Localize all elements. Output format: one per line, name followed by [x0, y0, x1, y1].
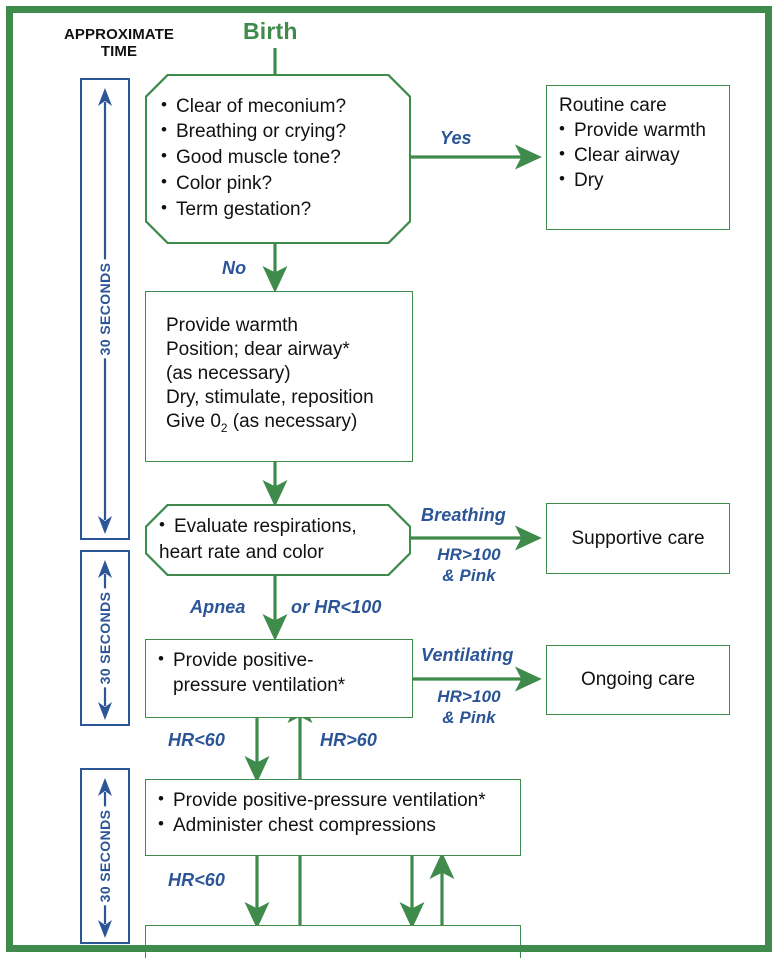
- bottom-cut-label: [146, 926, 520, 942]
- node-chest-compressions[interactable]: Provide positive-pressure ventilation* A…: [145, 779, 521, 856]
- time-segment-1: 30 SECONDS: [80, 78, 130, 540]
- routine-care-item: Provide warmth: [559, 118, 717, 143]
- assessment-item: Color pink?: [161, 172, 395, 197]
- time-segment-3-label: 30 SECONDS: [97, 806, 113, 906]
- ppv-item-continued: pressure ventilation*: [173, 674, 346, 696]
- node-bottom-cut-off[interactable]: [145, 925, 521, 958]
- node-routine-care[interactable]: Routine care Provide warmth Clear airway…: [546, 85, 730, 230]
- node-evaluate[interactable]: Evaluate respirations, heart rate and co…: [145, 504, 411, 576]
- edge-label-ventilating: Ventilating: [421, 645, 514, 665]
- routine-care-title: Routine care: [559, 95, 667, 116]
- evaluate-item: Evaluate respirations,: [159, 515, 397, 540]
- ppv-item: Provide positive-: [158, 648, 400, 673]
- time-header-line-1: APPROXIMATE: [64, 26, 174, 43]
- node-initial-assessment[interactable]: Clear of meconium? Breathing or crying? …: [145, 74, 411, 244]
- node-supportive-care[interactable]: Supportive care: [546, 503, 730, 574]
- routine-care-item: Clear airway: [559, 143, 717, 168]
- edge-label-apnea: Apnea: [190, 597, 246, 617]
- node-ppv[interactable]: Provide positive- pressure ventilation*: [145, 639, 413, 718]
- edge-label-no: No: [222, 258, 247, 278]
- edge-label-yes: Yes: [440, 128, 472, 148]
- supportive-care-label: Supportive care: [571, 527, 705, 549]
- routine-care-item: Dry: [559, 168, 717, 193]
- initial-steps-line: (as necessary): [166, 362, 291, 384]
- page-title-birth: Birth: [243, 18, 298, 44]
- time-column-header: APPROXIMATE TIME: [44, 26, 194, 61]
- time-segment-3: 30 SECONDS: [80, 768, 130, 944]
- oxygen-suffix: (as necessary): [227, 410, 358, 432]
- node-ongoing-care[interactable]: Ongoing care: [546, 645, 730, 715]
- oxygen-subscript: 2: [220, 421, 228, 435]
- node-evaluate-content: Evaluate respirations, heart rate and co…: [145, 504, 411, 576]
- time-header-line-2: TIME: [100, 42, 138, 60]
- assessment-item: Term gestation?: [161, 198, 395, 223]
- ongoing-care-label: Ongoing care: [580, 669, 696, 691]
- assessment-item: Clear of meconium?: [161, 95, 395, 120]
- edge-label-ventilating-hr: HR>100: [437, 687, 501, 706]
- compressions-item: Administer chest compressions: [158, 813, 508, 838]
- time-segment-2-label: 30 SECONDS: [97, 588, 113, 688]
- assessment-item: Good muscle tone?: [161, 146, 395, 171]
- edge-label-breathing-hr: HR>100: [437, 545, 501, 564]
- node-initial-steps[interactable]: Provide warmth Position; dear airway* (a…: [145, 291, 413, 462]
- oxygen-label: Give 0: [166, 410, 221, 432]
- initial-steps-line: Position; dear airway*: [166, 338, 350, 360]
- initial-steps-line: Dry, stimulate, reposition: [166, 386, 374, 408]
- edge-label-hr-lt-60-lower: HR<60: [168, 870, 226, 890]
- edge-label-breathing-pink: & Pink: [442, 566, 496, 585]
- evaluate-item-continued: heart rate and color: [159, 541, 324, 563]
- compressions-item: Provide positive-pressure ventilation*: [158, 788, 508, 813]
- edge-label-breathing: Breathing: [421, 505, 506, 525]
- initial-steps-line: Provide warmth: [166, 315, 298, 336]
- time-segment-1-label: 30 SECONDS: [97, 259, 113, 359]
- time-segment-2: 30 SECONDS: [80, 550, 130, 726]
- initial-steps-oxygen-line: Give 02 (as necessary): [166, 410, 396, 434]
- node-initial-assessment-content: Clear of meconium? Breathing or crying? …: [145, 74, 411, 244]
- edge-label-hr-gt-60: HR>60: [320, 730, 378, 750]
- edge-label-or-hr-lt-100: or HR<100: [291, 597, 382, 617]
- edge-label-hr-lt-60-upper: HR<60: [168, 730, 226, 750]
- assessment-item: Breathing or crying?: [161, 120, 395, 145]
- edge-label-ventilating-pink: & Pink: [442, 708, 496, 727]
